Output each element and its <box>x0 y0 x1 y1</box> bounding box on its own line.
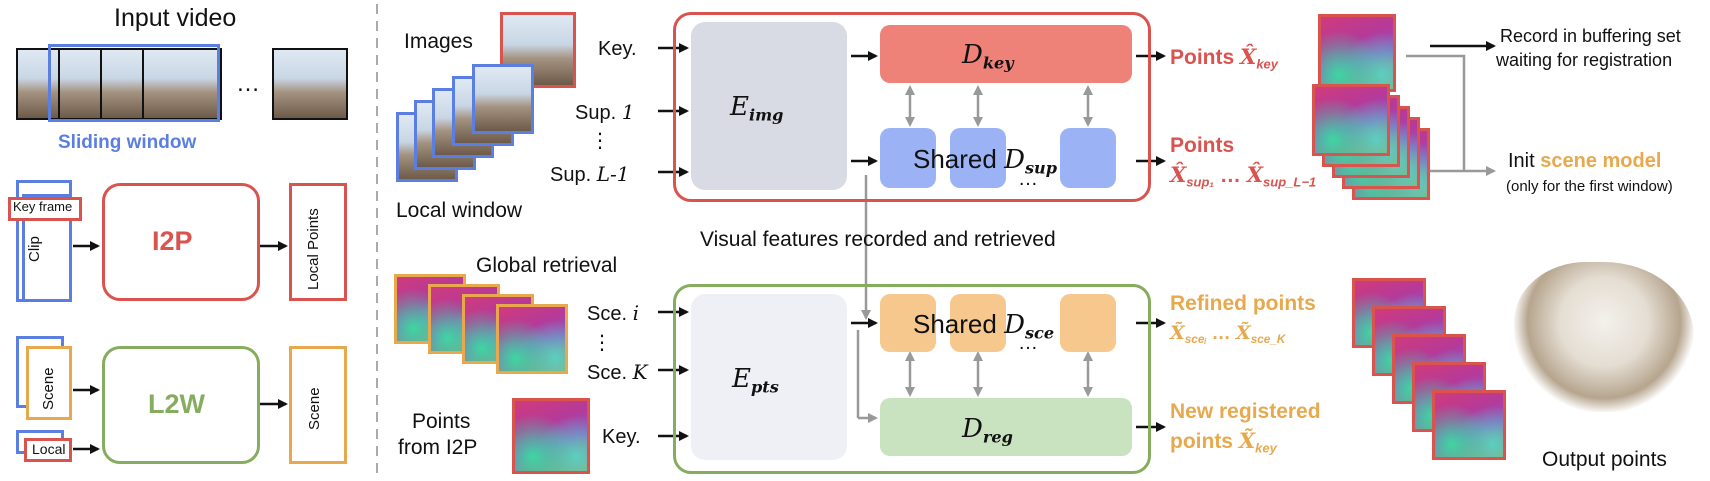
sup-decoder-dots: … <box>1018 168 1038 190</box>
init-note: (only for the first window) <box>1506 178 1673 195</box>
key-points-thumb <box>1318 14 1396 92</box>
output-points-label: Output points <box>1542 448 1667 471</box>
output-points-thumb <box>1432 390 1506 460</box>
key-decoder-label: Dkey <box>962 40 1014 73</box>
features-label: Visual features recorded and retrieved <box>700 228 1056 251</box>
image-encoder <box>691 22 847 190</box>
sup1-text: Sup. <box>575 102 617 124</box>
points-sup-output-label: Points <box>1170 134 1235 157</box>
reg-decoder <box>880 398 1132 456</box>
supL-text: Sup. <box>550 164 592 186</box>
i2p-box <box>102 183 260 301</box>
sce-decoder-label: Shared Dsce <box>913 309 1055 343</box>
supL-index: L-1 <box>596 162 630 186</box>
image-encoder-label: Eimg <box>730 92 784 125</box>
record-line-1: Record in buffering set <box>1500 26 1681 46</box>
images-label: Images <box>404 30 473 53</box>
reg-decoder-label: Dreg <box>962 414 1013 447</box>
scene-label-left: Scene <box>40 367 57 410</box>
new-registered-line-1: New registered <box>1170 400 1321 423</box>
sce-decoder-block-1 <box>880 294 936 352</box>
sup1-index: 1 <box>621 100 635 124</box>
video-ellipsis: … <box>236 70 260 97</box>
sup-decoder-block-3 <box>1060 128 1116 188</box>
i2p-key-points-thumb <box>512 398 590 474</box>
init-scene-model: Init scene model <box>1508 150 1662 172</box>
new-registered-line-2: points X̃key <box>1170 428 1277 456</box>
key-input-label: Key. <box>598 38 637 60</box>
sce-decoder-block-3 <box>1060 294 1116 352</box>
points-encoder <box>691 294 847 460</box>
sce-i-label: Sce. i <box>587 301 639 325</box>
points-key-output: Points X̂key <box>1170 44 1279 72</box>
local-window-thumb <box>472 64 534 134</box>
clip-label: Clip <box>26 236 43 262</box>
top-panel-frame <box>673 12 1151 202</box>
bottom-panel-frame <box>673 284 1151 474</box>
scene-out-label: Scene <box>306 387 323 430</box>
local-label: Local <box>32 441 66 457</box>
scene-out-box <box>289 346 347 464</box>
key-frame-tag <box>8 197 82 221</box>
sup-points-thumb <box>1312 84 1390 156</box>
local-points-label: Local Points <box>305 208 322 290</box>
retrieved-scene-thumb <box>496 304 568 374</box>
sce-decoder-math: Dsce <box>1004 310 1055 343</box>
video-frame <box>142 48 222 120</box>
sliding-window-frame <box>48 44 220 122</box>
video-frame <box>16 48 62 120</box>
video-frame-last <box>272 48 348 120</box>
sup-decoder-math: Dsup <box>1004 145 1057 178</box>
local-points-box <box>289 183 347 301</box>
reconstructed-scene-render <box>1514 262 1694 412</box>
local-window-label: Local window <box>396 199 523 222</box>
supL-input-label: Sup. L-1 <box>550 162 629 187</box>
points-sup-output-math: X̂sup₁ … X̂sup_L−1 <box>1170 162 1317 190</box>
refined-points-label: Refined points <box>1170 292 1316 315</box>
sce-decoder-dots: … <box>1018 332 1038 354</box>
points-from-line-2: from I2P <box>398 436 478 459</box>
sce-decoder-block-2 <box>950 294 1006 352</box>
l2w-label: L2W <box>148 389 205 419</box>
points-from-line-1: Points <box>412 410 471 433</box>
scene-front <box>26 346 72 420</box>
key-input-label-bottom: Key. <box>602 426 641 448</box>
sliding-window-label: Sliding window <box>58 132 197 153</box>
key-decoder <box>880 25 1132 83</box>
points-encoder-label: Epts <box>732 364 779 397</box>
sup-decoder-block-1 <box>880 128 936 188</box>
sup-decoder-label: Shared Dsup <box>913 144 1057 178</box>
l2w-box <box>102 346 260 464</box>
input-video-title: Input video <box>114 4 237 32</box>
local-front <box>24 438 72 462</box>
global-retrieval-label: Global retrieval <box>476 254 618 277</box>
refined-points-math: X̃sceᵢ … X̃sce_K <box>1170 322 1286 347</box>
sce-vdots: ⋮ <box>592 332 612 354</box>
key-frame-label: Key frame <box>13 199 73 214</box>
sup-vdots: ⋮ <box>590 130 610 152</box>
i2p-label: I2P <box>152 226 193 256</box>
sce-K-label: Sce. K <box>587 360 648 384</box>
record-line-2: waiting for registration <box>1496 50 1673 70</box>
video-frame <box>58 48 104 120</box>
sup1-input-label: Sup. 1 <box>575 100 634 125</box>
sup-decoder-block-2 <box>950 128 1006 188</box>
video-frame <box>100 48 146 120</box>
